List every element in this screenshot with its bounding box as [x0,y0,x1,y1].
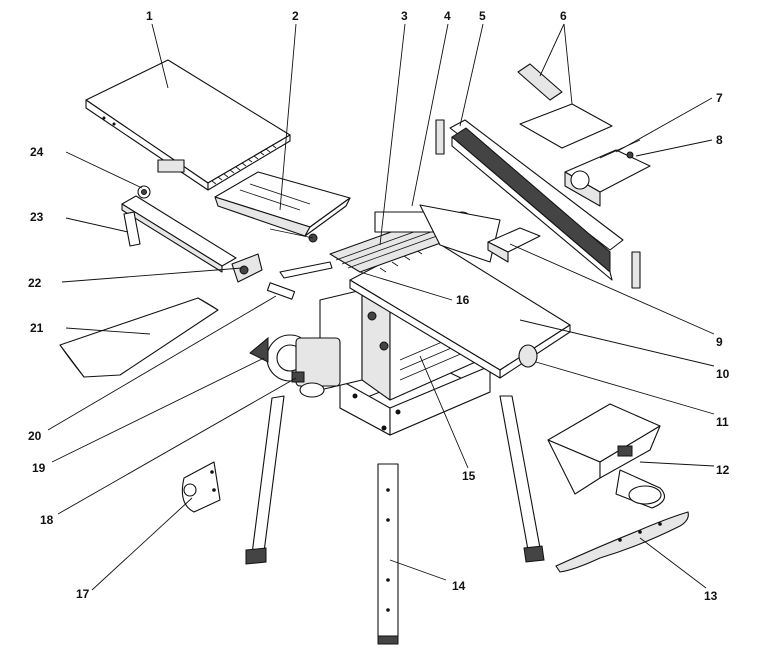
callout-14: 14 [452,579,466,593]
callout-19: 19 [32,461,46,475]
fence-head-part [564,139,651,207]
callout-10: 10 [716,367,730,381]
callout-12: 12 [716,463,730,477]
callout-18: 18 [40,513,54,527]
callout-1: 1 [146,9,153,23]
leader-lines [47,23,715,591]
callout-21: 21 [30,321,44,335]
callout-13: 13 [704,589,718,603]
bracket-part [487,227,541,263]
fence-plate-part [59,297,219,378]
callout-5: 5 [479,9,486,23]
chip-chute-part [214,171,351,243]
foot-bracket-part [181,461,221,513]
shaft-part [266,282,296,300]
fence-bracket-part [121,185,263,283]
legs-part [245,395,545,645]
machine-body [249,204,571,436]
plate-part [517,63,613,149]
callout-17: 17 [76,587,90,601]
arm-part [555,511,689,573]
callout-2: 2 [292,9,299,23]
callout-7: 7 [716,91,723,105]
callout-20: 20 [28,429,42,443]
callout-3: 3 [401,9,408,23]
guard-panel-part [435,119,641,289]
callout-6: 6 [560,9,567,23]
callout-16: 16 [456,293,470,307]
callout-23: 23 [30,210,44,224]
callout-24: 24 [30,145,44,159]
callout-9: 9 [716,335,723,349]
callout-22: 22 [28,276,42,290]
callout-15: 15 [462,469,476,483]
callout-4: 4 [444,9,451,23]
callout-11: 11 [716,415,729,429]
callout-labels: 1 2 3 4 5 6 7 8 9 10 11 12 13 14 15 16 1… [28,9,730,603]
infeed-table-part [85,59,291,191]
callout-8: 8 [716,133,723,147]
dust-hood-part [547,403,666,509]
